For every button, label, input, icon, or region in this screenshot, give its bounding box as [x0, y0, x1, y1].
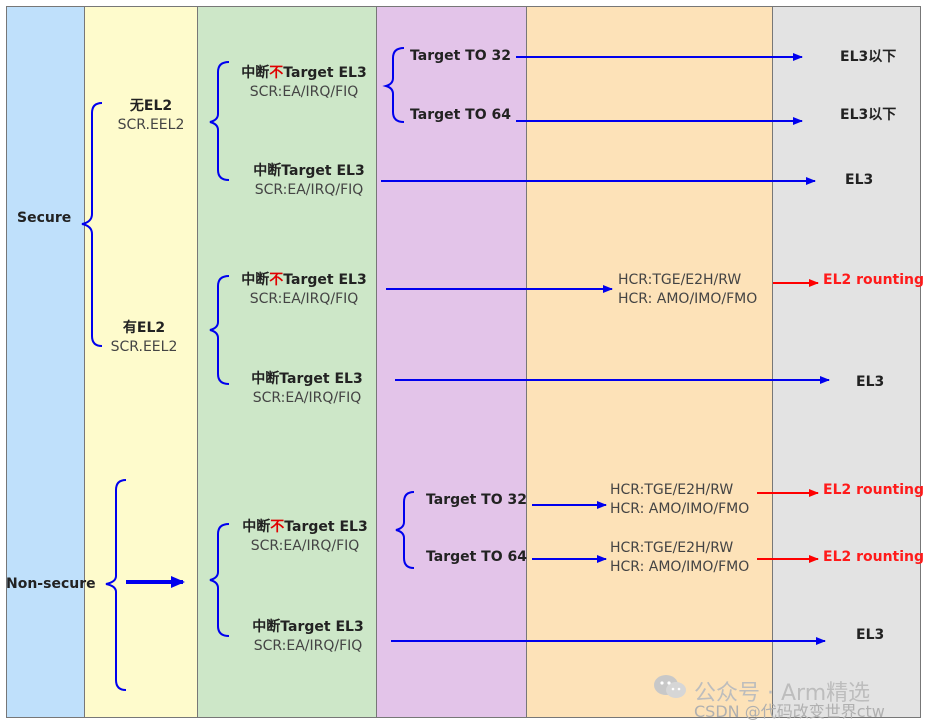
brace-nonsecure	[105, 479, 127, 691]
result-below-el3: EL3以下	[840, 107, 897, 123]
label-irq-not-el3: 中断不Target EL3	[241, 272, 367, 288]
brace-secure	[81, 102, 103, 347]
result-el3: EL3	[856, 374, 885, 390]
label-secure: Secure	[17, 210, 72, 226]
label-hcr-line2: HCR: AMO/IMO/FMO	[610, 501, 750, 517]
label-irq-el3: 中断Target EL3	[252, 619, 364, 635]
label-scr-reg: SCR:EA/IRQ/FIQ	[249, 84, 359, 100]
result-below-el3: EL3以下	[840, 49, 897, 65]
brace-nonsecure-target	[395, 491, 415, 569]
label-scr-reg: SCR:EA/IRQ/FIQ	[254, 182, 364, 198]
label-scr-reg: SCR:EA/IRQ/FIQ	[250, 538, 360, 554]
diagram-frame	[6, 6, 921, 718]
column-el2-presence	[84, 6, 197, 718]
label-nonsecure: Non-secure	[6, 576, 96, 592]
label-irq-el3: 中断Target EL3	[251, 371, 363, 387]
label-target-to64: Target TO 64	[426, 549, 527, 565]
column-target-width	[376, 6, 526, 718]
label-hcr-line2: HCR: AMO/IMO/FMO	[610, 559, 750, 575]
label-irq-not-el3: 中断不Target EL3	[242, 519, 368, 535]
result-el3: EL3	[845, 172, 874, 188]
label-irq-el3: 中断Target EL3	[253, 163, 365, 179]
label-no-el2: 无EL2	[129, 98, 173, 114]
label-scr-reg: SCR:EA/IRQ/FIQ	[252, 390, 362, 406]
label-has-el2: 有EL2	[122, 320, 166, 336]
label-has-el2-reg: SCR.EEL2	[110, 339, 178, 355]
watermark-source: CSDN @代码改变世界ctw	[694, 702, 885, 721]
label-hcr-line1: HCR:TGE/E2H/RW	[618, 272, 742, 288]
brace-nonsecure-scr	[209, 523, 230, 637]
result-el2-routing: EL2 rounting	[823, 549, 925, 565]
result-el2-routing: EL2 rounting	[823, 272, 925, 288]
label-hcr-line1: HCR:TGE/E2H/RW	[610, 540, 734, 556]
result-el3: EL3	[856, 627, 885, 643]
result-el2-routing: EL2 rounting	[823, 482, 925, 498]
brace-secure-target	[382, 47, 405, 123]
label-hcr-line1: HCR:TGE/E2H/RW	[610, 482, 734, 498]
column-hcr-config	[526, 6, 772, 718]
column-scr-config	[197, 6, 376, 718]
brace-no-el2	[209, 61, 230, 181]
brace-has-el2	[209, 275, 230, 385]
watermark-account: 公众号 · Arm精选	[694, 681, 871, 706]
label-target-to64: Target TO 64	[410, 107, 511, 123]
watermark-wechat-icon	[653, 674, 687, 700]
label-irq-not-el3: 中断不Target EL3	[241, 65, 367, 81]
label-target-to32: Target TO 32	[410, 48, 511, 64]
label-scr-reg: SCR:EA/IRQ/FIQ	[253, 638, 363, 654]
label-target-to32: Target TO 32	[426, 492, 527, 508]
label-scr-reg: SCR:EA/IRQ/FIQ	[249, 291, 359, 307]
column-security-state	[6, 6, 84, 718]
label-no-el2-reg: SCR.EEL2	[117, 117, 185, 133]
label-hcr-line2: HCR: AMO/IMO/FMO	[618, 291, 758, 307]
